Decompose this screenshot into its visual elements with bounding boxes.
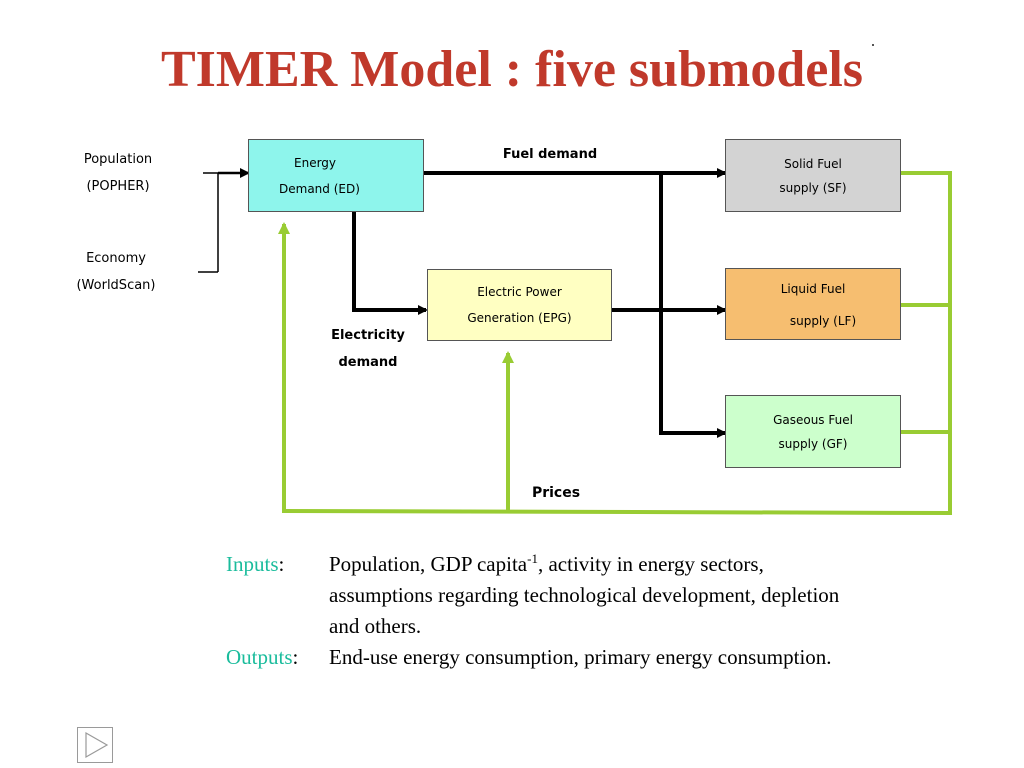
outputs-key: Outputs	[226, 645, 293, 669]
next-slide-button[interactable]	[77, 727, 113, 763]
outputs-text: End-use energy consumption, primary ener…	[329, 645, 832, 669]
sf-line1: Solid Fuel	[784, 156, 842, 171]
epg-line1: Electric Power	[477, 285, 562, 299]
electricity-demand-label: Electricity demand	[331, 328, 405, 370]
electric-power-generation-box: Electric Power Generation (EPG)	[427, 269, 612, 341]
gf-line2: supply (GF)	[778, 436, 848, 451]
inputs-key: Inputs	[226, 552, 279, 576]
lf-line2: supply (LF)	[789, 314, 857, 328]
inputs-text: Population, GDP capita-1, activity in en…	[329, 551, 840, 638]
economy-label: Economy (WorldScan)	[76, 251, 156, 293]
prices-feedback-flow	[278, 171, 952, 515]
energy-demand-line2: Demand (ED)	[279, 181, 360, 196]
fuel-demand-label: Fuel demand	[502, 147, 598, 162]
page-title: TIMER Model : five submodels	[161, 41, 863, 98]
inputs-row: Inputs: Population, GDP capita-1, activi…	[226, 549, 846, 642]
inputs-outputs-block: Inputs: Population, GDP capita-1, activi…	[226, 549, 846, 673]
energy-demand-box: Energy Demand (ED)	[248, 139, 424, 212]
population-label: Population (POPHER)	[83, 152, 153, 194]
fuel-demand-flow	[423, 168, 727, 438]
title-dot	[872, 44, 874, 46]
gf-line1: Gaseous Fuel	[773, 412, 853, 427]
gaseous-fuel-supply-box: Gaseous Fuel supply (GF)	[725, 395, 901, 468]
energy-demand-line1: Energy	[294, 155, 337, 170]
input-bracket	[198, 168, 250, 273]
solid-fuel-supply-box: Solid Fuel supply (SF)	[725, 139, 901, 212]
liquid-fuel-supply-box: Liquid Fuel supply (LF)	[725, 268, 901, 340]
electricity-demand-flow	[352, 212, 428, 315]
play-triangle-icon	[85, 731, 109, 759]
epg-line2: Generation (EPG)	[467, 311, 572, 325]
prices-label: Prices	[531, 485, 581, 501]
outputs-row: Outputs: End-use energy consumption, pri…	[226, 642, 846, 673]
lf-line1: Liquid Fuel	[780, 282, 846, 296]
sf-line2: supply (SF)	[779, 180, 847, 195]
